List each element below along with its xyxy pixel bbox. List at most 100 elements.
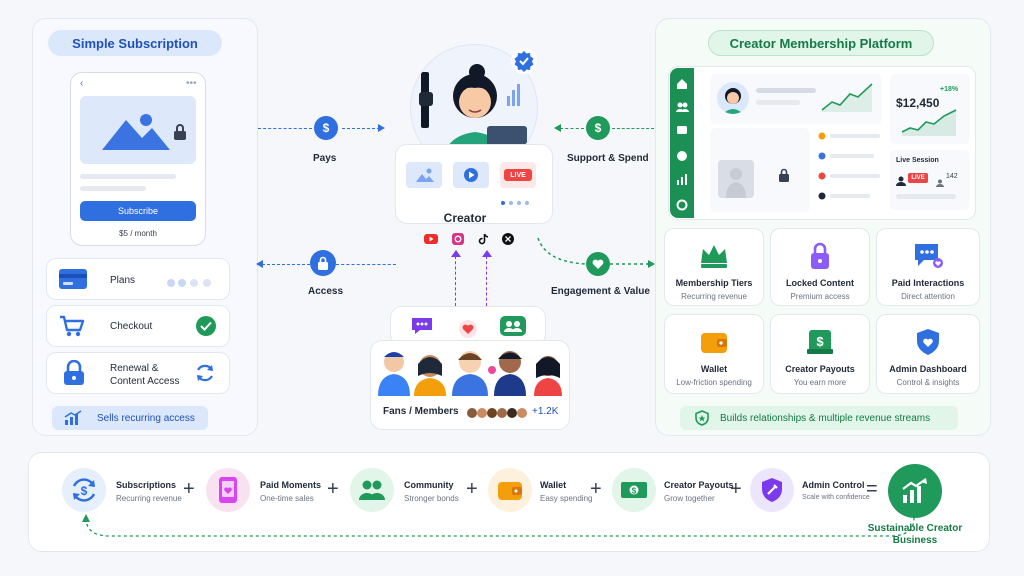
simple-subscription-title: Simple Subscription (48, 30, 222, 56)
text-line (896, 194, 956, 199)
wallet-icon (701, 333, 727, 353)
builds-relationships-label: Builds relationships & multiple revenue … (720, 413, 931, 424)
instagram-icon[interactable] (452, 232, 464, 250)
revenue-value: $12,450 (896, 96, 940, 110)
equals-sign: = (866, 478, 878, 500)
step-admin-sub: Scale with confidence (802, 494, 870, 501)
mountain-image-icon (102, 114, 170, 150)
image-tile-icon (406, 162, 442, 188)
step-admin-title: Admin Control (802, 480, 865, 490)
admin-control-icon (750, 468, 794, 512)
checkout-label: Checkout (110, 321, 153, 332)
arrow-left-icon (554, 124, 561, 132)
access-lock-icon (310, 250, 336, 276)
membership-tiers-tile[interactable]: Membership Tiers Recurring revenue (664, 228, 764, 306)
chat-bubble-icon (410, 316, 434, 341)
revenue-chart (900, 108, 960, 141)
creator-payouts-tile[interactable]: $ Creator Payouts You earn more (770, 314, 870, 394)
check-icon (196, 316, 216, 336)
host-avatar-icon (896, 173, 906, 191)
pays-label: Pays (313, 153, 337, 164)
arrow-up-icon (482, 250, 492, 257)
arrow-up-icon (451, 250, 461, 257)
step-community-sub: Stronger bonds (404, 494, 459, 503)
admin-dashboard-tile[interactable]: Admin Dashboard Control & insights (876, 314, 980, 394)
engagement-heart-icon (586, 252, 610, 276)
revenue-card (890, 74, 970, 144)
live-session-card (890, 150, 970, 210)
wallet-tile[interactable]: Wallet Low-friction spending (664, 314, 764, 394)
pays-flow-line (342, 128, 380, 129)
youtube-icon[interactable] (424, 232, 438, 250)
coin-icon (677, 151, 687, 161)
profile-avatar (717, 82, 749, 114)
fans-count: +1.2K (532, 406, 559, 417)
subscribe-button[interactable]: Subscribe (80, 201, 196, 221)
content-lock-icon (778, 168, 790, 187)
step-community-title: Community (404, 480, 454, 490)
plus-sign: + (730, 478, 742, 500)
engagement-curve (536, 236, 656, 275)
subscriptions-icon: $ (62, 468, 106, 512)
cart-icon (58, 314, 86, 343)
growth-line-chart (820, 80, 876, 119)
text-line (756, 88, 816, 93)
money-bills-icon: $ (807, 330, 833, 354)
pays-flow-line (258, 128, 312, 129)
sells-recurring-label: Sells recurring access (97, 413, 195, 424)
paid-chat-icon (915, 244, 943, 268)
heart-icon (458, 320, 478, 343)
price-label: $5 / month (119, 229, 157, 238)
back-icon[interactable]: ‹ (80, 78, 84, 89)
fans-members-label: Fans / Members (383, 406, 459, 417)
access-flow-line (336, 264, 396, 265)
community-step-icon (350, 468, 394, 512)
plans-label: Plans (110, 275, 136, 286)
dashboard-sidebar (670, 68, 694, 218)
tiktok-icon[interactable] (478, 232, 490, 250)
plan-dots (166, 275, 216, 293)
renewal-label: Renewal & Content Access (110, 363, 180, 387)
purple-lock-icon (811, 242, 829, 269)
shield-star-icon (694, 410, 710, 431)
support-flow-line (612, 128, 654, 129)
refresh-icon (194, 362, 216, 389)
x-icon[interactable] (502, 232, 514, 250)
viewers-icon (936, 174, 944, 192)
play-icon (464, 168, 478, 182)
svg-text:$: $ (81, 484, 88, 498)
plus-sign: + (327, 478, 339, 500)
lock-icon (173, 124, 187, 145)
crown-icon (701, 245, 727, 268)
more-icon[interactable]: ••• (186, 78, 197, 89)
locked-content-tile[interactable]: Locked Content Premium access (770, 228, 870, 306)
revenue-change: +18% (940, 86, 959, 93)
shield-heart-icon (917, 329, 939, 355)
fans-arrow-line (455, 256, 456, 306)
text-line (80, 174, 176, 179)
card-icon (58, 268, 88, 295)
community-icon (500, 316, 526, 343)
sustainable-business-label: Sustainable Creator Business (867, 523, 963, 546)
locked-content-thumb (718, 160, 754, 198)
fans-illustration (372, 342, 568, 401)
step-paid-moments-sub: One-time sales (260, 494, 314, 503)
creator-platform-title: Creator Membership Platform (708, 30, 934, 56)
sustainable-business-icon (888, 464, 942, 518)
svg-text:$: $ (816, 334, 824, 349)
live-badge: LIVE (504, 169, 532, 181)
step-paid-moments-title: Paid Moments (260, 480, 322, 490)
access-label: Access (308, 286, 344, 297)
step-payouts-title: Creator Payouts (664, 480, 734, 490)
verified-badge-icon (511, 48, 537, 74)
arrow-right-icon (378, 124, 385, 132)
step-wallet-sub: Easy spending (540, 494, 593, 503)
video-tile[interactable] (453, 162, 489, 188)
plus-sign: + (590, 478, 602, 500)
member-avatars (466, 406, 528, 424)
text-line (756, 100, 800, 105)
step-wallet-title: Wallet (540, 480, 567, 490)
paid-interactions-tile[interactable]: Paid Interactions Direct attention (876, 228, 980, 306)
step-subscriptions-sub: Recurring revenue (116, 494, 182, 503)
support-dollar-icon: $ (586, 116, 610, 140)
